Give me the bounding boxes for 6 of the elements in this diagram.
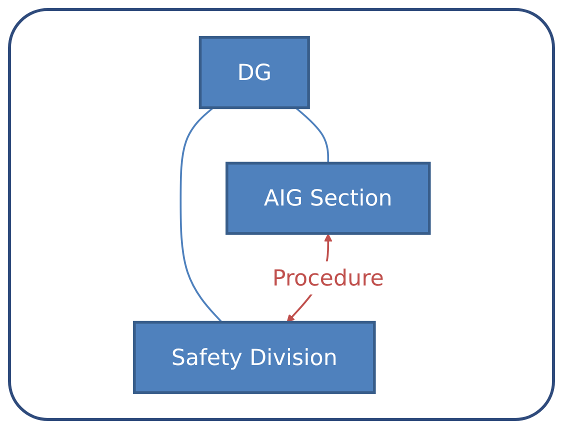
node-box	[225, 161, 430, 234]
connector	[294, 106, 329, 163]
connector	[179, 106, 222, 322]
frame-border: Procedure DG AIG Section Safety Division	[8, 8, 555, 421]
node-box	[132, 320, 376, 394]
node-box	[198, 36, 310, 109]
